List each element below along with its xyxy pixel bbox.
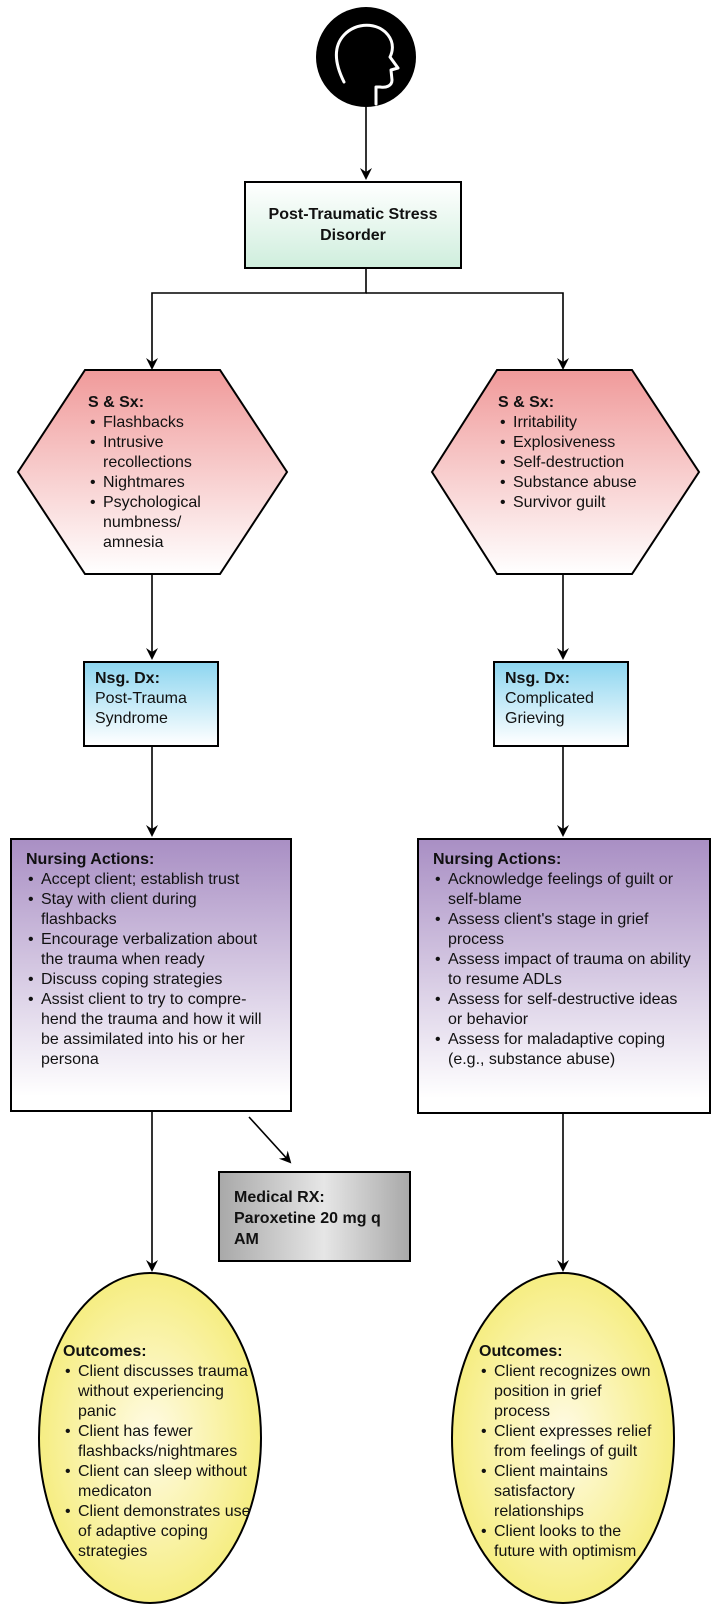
left-ssx-item: Nightmares bbox=[88, 473, 238, 493]
left-ssx-heading: S & Sx: bbox=[88, 394, 145, 411]
right-ssx-list: Irritability Explosiveness Self-destruct… bbox=[498, 413, 658, 513]
right-ssx-item: Explosiveness bbox=[498, 433, 658, 453]
arrow-title-to-left-ssx bbox=[146, 269, 367, 370]
left-ssx-item: Psychological numbness/ amnesia bbox=[88, 493, 238, 553]
right-outcomes-item: Client recognizes own position in grief … bbox=[479, 1362, 659, 1422]
right-outcomes-item: Client expresses relief from feelings of… bbox=[479, 1422, 659, 1462]
left-outcomes-item: Client demonstrates use of adaptive copi… bbox=[63, 1502, 263, 1562]
right-actions-box: Nursing Actions: Acknowledge feelings of… bbox=[417, 838, 711, 1114]
left-outcomes-item: Client can sleep without medicaton bbox=[63, 1462, 263, 1502]
right-actions-list: Acknowledge feelings of guilt or self-bl… bbox=[433, 870, 695, 1070]
right-ssx-heading: S & Sx: bbox=[498, 394, 555, 411]
left-actions-item: Assist client to try to compre-hend the … bbox=[26, 990, 276, 1070]
right-actions-heading: Nursing Actions: bbox=[433, 851, 562, 868]
right-ssx-item: Self-destruction bbox=[498, 453, 658, 473]
left-outcomes-list: Client discusses trauma without experien… bbox=[63, 1362, 263, 1562]
right-dx-text: Complicated Grieving bbox=[505, 690, 594, 727]
right-dx-heading: Nsg. Dx: bbox=[505, 670, 570, 687]
left-actions-item: Accept client; establish trust bbox=[26, 870, 276, 890]
right-outcomes-item: Client looks to the future with optimism bbox=[479, 1522, 659, 1562]
left-ssx-list: Flashbacks Intrusive recollections Night… bbox=[88, 413, 238, 553]
right-ssx-item: Irritability bbox=[498, 413, 658, 433]
left-actions-list: Accept client; establish trust Stay with… bbox=[26, 870, 276, 1070]
left-dx-text: Post-Trauma Syndrome bbox=[95, 690, 187, 727]
left-actions-item: Discuss coping strategies bbox=[26, 970, 276, 990]
arrow-actions-to-rx bbox=[248, 1116, 292, 1164]
left-outcomes-node: Outcomes: Client discusses trauma withou… bbox=[63, 1342, 263, 1562]
title-box: Post-Traumatic Stress Disorder bbox=[244, 181, 462, 269]
right-dx-box: Nsg. Dx: Complicated Grieving bbox=[493, 661, 629, 747]
right-actions-item: Assess for maladaptive coping (e.g., sub… bbox=[433, 1030, 695, 1070]
connectors bbox=[146, 107, 569, 1272]
right-actions-item: Assess client's stage in grief process bbox=[433, 910, 695, 950]
right-outcomes-item: Client maintains satisfactory relationsh… bbox=[479, 1462, 659, 1522]
right-actions-item: Acknowledge feelings of guilt or self-bl… bbox=[433, 870, 695, 910]
left-actions-item: Encourage verbalization about the trauma… bbox=[26, 930, 276, 970]
left-dx-box: Nsg. Dx: Post-Trauma Syndrome bbox=[83, 661, 219, 747]
right-outcomes-list: Client recognizes own position in grief … bbox=[479, 1362, 659, 1562]
left-ssx-node: S & Sx: Flashbacks Intrusive recollectio… bbox=[88, 393, 238, 553]
arrow-title-to-right-ssx bbox=[366, 292, 569, 370]
right-outcomes-heading: Outcomes: bbox=[479, 1343, 563, 1360]
left-ssx-item: Flashbacks bbox=[88, 413, 238, 433]
head-profile-icon bbox=[316, 7, 416, 107]
left-actions-box: Nursing Actions: Accept client; establis… bbox=[10, 838, 292, 1112]
right-actions-item: Assess for self-destructive ideas or beh… bbox=[433, 990, 695, 1030]
right-outcomes-node: Outcomes: Client recognizes own position… bbox=[479, 1342, 659, 1562]
left-outcomes-heading: Outcomes: bbox=[63, 1343, 147, 1360]
title-text: Post-Traumatic Stress Disorder bbox=[268, 206, 438, 244]
left-ssx-item: Intrusive recollections bbox=[88, 433, 238, 473]
left-actions-heading: Nursing Actions: bbox=[26, 851, 155, 868]
left-dx-heading: Nsg. Dx: bbox=[95, 670, 160, 687]
medical-rx-text: Medical RX: Paroxetine 20 mg q AM bbox=[234, 1189, 381, 1248]
left-outcomes-item: Client discusses trauma without experien… bbox=[63, 1362, 263, 1422]
right-actions-item: Assess impact of trauma on ability to re… bbox=[433, 950, 695, 990]
right-ssx-node: S & Sx: Irritability Explosiveness Self-… bbox=[498, 393, 658, 513]
right-ssx-item: Survivor guilt bbox=[498, 493, 658, 513]
left-actions-item: Stay with client during flashbacks bbox=[26, 890, 276, 930]
right-ssx-item: Substance abuse bbox=[498, 473, 658, 493]
left-outcomes-item: Client has fewer flashbacks/nightmares bbox=[63, 1422, 263, 1462]
medical-rx-box: Medical RX: Paroxetine 20 mg q AM bbox=[218, 1171, 411, 1262]
